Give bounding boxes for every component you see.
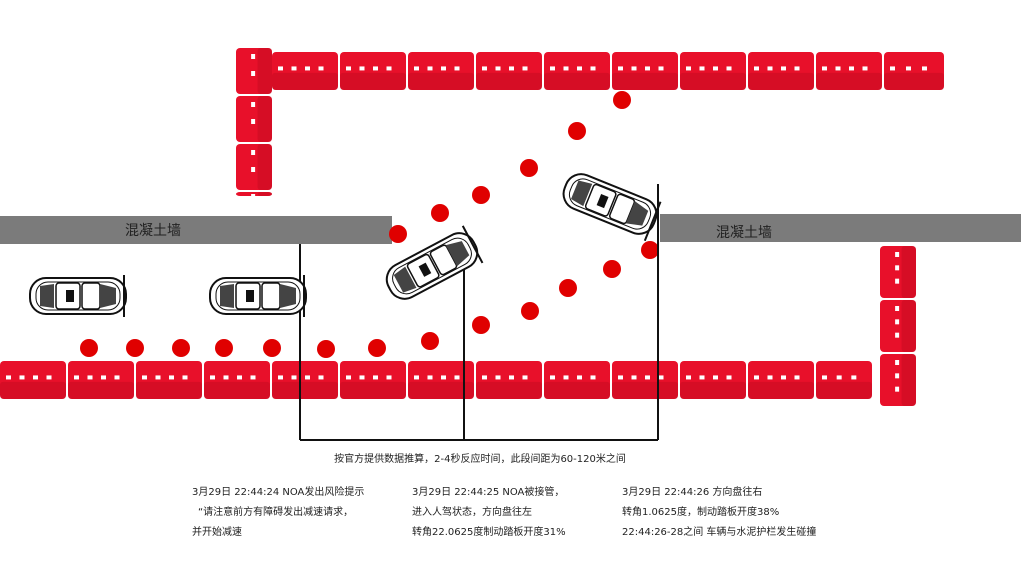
barrier-segment: [136, 361, 202, 399]
trajectory-dot: [472, 316, 490, 334]
barrier-segment: [68, 361, 134, 399]
barrier-segment: [748, 52, 814, 90]
event-1-line-1: 3月29日 22:44:24 NOA发出风险提示: [192, 487, 365, 498]
timing-caption: 按官方提供数据推算，2-4秒反应时间，此段间距为60-120米之间: [334, 454, 626, 465]
trajectory-dot: [317, 340, 335, 358]
event-2-line-3: 转角22.0625度制动踏板开度31%: [412, 527, 566, 538]
trajectory-dot: [603, 260, 621, 278]
barrier-segment: [612, 52, 678, 90]
barrier-segment: [236, 48, 272, 94]
water-barrier-left-vertical: [236, 48, 272, 203]
water-barrier-top: [272, 52, 944, 90]
barrier-segment: [340, 52, 406, 90]
event-2: 3月29日 22:44:25 NOA被接管， 进入人驾状态，方向盘往左 转角22…: [412, 483, 566, 543]
trajectory-dot: [472, 186, 490, 204]
barrier-segment: [340, 361, 406, 399]
trajectory-dot: [126, 339, 144, 357]
wall-label-right: 混凝土墙: [716, 225, 772, 241]
barrier-segment: [476, 361, 542, 399]
barrier-segment: [236, 144, 272, 190]
trajectory-dot: [641, 241, 659, 259]
car-icon-4: [556, 165, 664, 243]
concrete-wall-left: [0, 216, 392, 244]
barrier-segment: [236, 192, 272, 203]
barrier-segment: [272, 361, 338, 399]
trajectory-dot: [389, 225, 407, 243]
barrier-segment: [476, 52, 542, 90]
event-2-line-2: 进入人驾状态，方向盘往左: [412, 507, 532, 518]
barrier-segment: [880, 300, 916, 352]
barrier-segment: [612, 361, 678, 399]
barrier-segment: [0, 361, 66, 399]
trajectory-dot: [613, 91, 631, 109]
barrier-segment: [680, 52, 746, 90]
event-1: 3月29日 22:44:24 NOA发出风险提示 “请注意前方有障碍发出减速请求…: [192, 483, 364, 543]
barrier-segment: [880, 246, 916, 298]
concrete-wall-right: [660, 214, 1021, 242]
event-3-line-2: 转角1.0625度，制动踏板开度38%: [622, 507, 780, 518]
trajectory-dot: [263, 339, 281, 357]
event-3-line-3: 22:44:26-28之间 车辆与水泥护栏发生碰撞: [622, 527, 817, 538]
trajectory-dots: [80, 91, 659, 358]
trajectory-dot: [521, 302, 539, 320]
trajectory-dot: [431, 204, 449, 222]
barrier-segment: [204, 361, 270, 399]
wall-label-left: 混凝土墙: [125, 223, 181, 239]
car-icon-2: [209, 274, 307, 318]
barrier-segment: [236, 96, 272, 142]
barrier-segment: [408, 52, 474, 90]
event-2-line-1: 3月29日 22:44:25 NOA被接管，: [412, 487, 565, 498]
barrier-segment: [880, 354, 916, 406]
barrier-segment: [816, 361, 872, 399]
water-barrier-bottom: [0, 361, 872, 399]
event-1-line-3: 并开始减速: [192, 527, 242, 538]
trajectory-dot: [421, 332, 439, 350]
event-1-line-2: “请注意前方有障碍发出减速请求，: [198, 507, 354, 518]
trajectory-dot: [568, 122, 586, 140]
water-barrier-right-vertical: [880, 246, 916, 406]
barrier-segment: [816, 52, 882, 90]
barrier-segment: [680, 361, 746, 399]
trajectory-dot: [559, 279, 577, 297]
barrier-segment: [544, 361, 610, 399]
trajectory-dot: [215, 339, 233, 357]
trajectory-dot: [172, 339, 190, 357]
barrier-segment: [748, 361, 814, 399]
barrier-segment: [884, 52, 944, 90]
car-icon-1: [29, 274, 127, 318]
event-3: 3月29日 22:44:26 方向盘往右 转角1.0625度，制动踏板开度38%…: [622, 483, 816, 543]
barrier-segment: [408, 361, 474, 399]
barrier-segment: [272, 52, 338, 90]
barrier-segment: [544, 52, 610, 90]
event-3-line-1: 3月29日 22:44:26 方向盘往右: [622, 487, 763, 498]
trajectory-dot: [520, 159, 538, 177]
trajectory-dot: [80, 339, 98, 357]
trajectory-dot: [368, 339, 386, 357]
